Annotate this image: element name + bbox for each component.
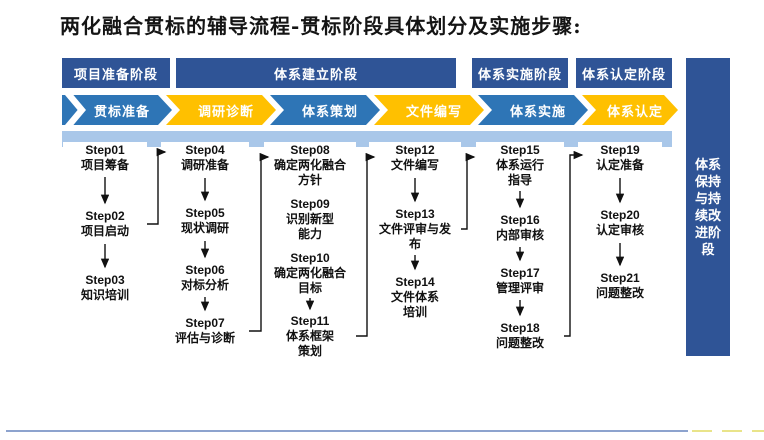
step-id: Step15 (500, 143, 540, 157)
step-label: 识别新型 能力 (285, 212, 334, 241)
step-id: Step06 (185, 263, 225, 277)
bottom-border-line (6, 430, 688, 432)
phase-box-system-impl: 体系实施阶段 (472, 58, 568, 88)
step-box-step10: Step10 确定两化融合 目标 (264, 250, 356, 297)
step-box-step16: Step16 内部审核 (476, 212, 564, 244)
step-box-step03: Step03 知识培训 (63, 272, 147, 304)
step-box-step21: Step21 问题整改 (578, 270, 662, 302)
step-id: Step02 (85, 209, 125, 223)
step-box-step18: Step18 问题整改 (476, 320, 564, 352)
phase-box-system-build: 体系建立阶段 (176, 58, 456, 88)
chevron-tixi-shishi: 体系实施 (478, 95, 588, 125)
step-label: 文件体系 培训 (390, 290, 439, 319)
step-id: Step03 (85, 273, 125, 287)
step-box-step19: Step19 认定准备 (578, 142, 662, 174)
step-id: Step09 (290, 197, 330, 211)
page-title: 两化融合贯标的辅导流程-贯标阶段具体划分及实施步骤: (60, 14, 582, 38)
phase-box-system-certify: 体系认定阶段 (576, 58, 672, 88)
step-label: 问题整改 (495, 336, 544, 350)
step-label: 现状调研 (180, 221, 229, 235)
step-box-step04: Step04 调研准备 (161, 142, 249, 174)
step-label: 内部审核 (495, 228, 544, 242)
step-box-step05: Step05 现状调研 (161, 205, 249, 237)
step-box-step07: Step07 评估与诊断 (161, 315, 249, 347)
step-label: 文件编写 (390, 158, 439, 172)
step-box-step12: Step12 文件编写 (369, 142, 461, 174)
step-box-step02: Step02 项目启动 (63, 208, 147, 240)
chevron-wenjian: 文件编写 (374, 95, 484, 125)
step-label: 管理评审 (495, 281, 544, 295)
step-box-step08: Step08 确定两化融合 方针 (264, 142, 356, 189)
step-label: 问题整改 (595, 286, 644, 300)
step-label: 体系运行 指导 (495, 158, 544, 187)
chevron-diaoyan: 调研诊断 (166, 95, 276, 125)
side-phase-bar: 体系 保持 与持 续改 进阶 段 (686, 58, 730, 356)
phase-box-project-prep: 项目准备阶段 (62, 58, 170, 88)
step-id: Step18 (500, 321, 540, 335)
step-label: 认定准备 (595, 158, 644, 172)
step-box-step06: Step06 对标分析 (161, 262, 249, 294)
bottom-border-dashes (692, 430, 764, 432)
step-id: Step10 (290, 251, 330, 265)
step-box-step14: Step14 文件体系 培训 (369, 274, 461, 321)
step-box-step11: Step11 体系框架 策划 (264, 313, 356, 360)
step-label: 对标分析 (180, 278, 229, 292)
step-id: Step07 (185, 316, 225, 330)
step-box-step01: Step01 项目筹备 (63, 142, 147, 174)
step-id: Step16 (500, 213, 540, 227)
step-label: 确定两化融合 方针 (273, 158, 346, 187)
step-box-step13: Step13 文件评审与发 布 (369, 206, 461, 253)
step-label: 文件评审与发 布 (378, 222, 451, 251)
step-id: Step14 (395, 275, 435, 289)
step-label: 项目启动 (80, 224, 129, 238)
step-box-step15: Step15 体系运行 指导 (476, 142, 564, 189)
step-id: Step17 (500, 266, 540, 280)
step-id: Step11 (290, 314, 330, 328)
step-id: Step13 (395, 207, 435, 221)
step-id: Step19 (600, 143, 640, 157)
step-label: 认定审核 (595, 223, 644, 237)
step-id: Step21 (600, 271, 640, 285)
step-id: Step08 (290, 143, 330, 157)
chevron-tixi-rending: 体系认定 (582, 95, 678, 125)
step-box-step09: Step09 识别新型 能力 (264, 196, 356, 243)
step-box-step20: Step20 认定审核 (578, 207, 662, 239)
chevron-tixi-cehua: 体系策划 (270, 95, 380, 125)
step-label: 项目筹备 (80, 158, 129, 172)
step-label: 确定两化融合 目标 (273, 266, 346, 295)
step-id: Step20 (600, 208, 640, 222)
step-box-step17: Step17 管理评审 (476, 265, 564, 297)
step-id: Step04 (185, 143, 225, 157)
step-label: 评估与诊断 (174, 331, 235, 345)
step-id: Step12 (395, 143, 435, 157)
step-id: Step05 (185, 206, 225, 220)
step-label: 调研准备 (180, 158, 229, 172)
step-label: 知识培训 (80, 288, 129, 302)
chevron-guanbiao-prep: 贯标准备 (62, 95, 172, 125)
step-label: 体系框架 策划 (285, 329, 334, 358)
step-id: Step01 (85, 143, 125, 157)
